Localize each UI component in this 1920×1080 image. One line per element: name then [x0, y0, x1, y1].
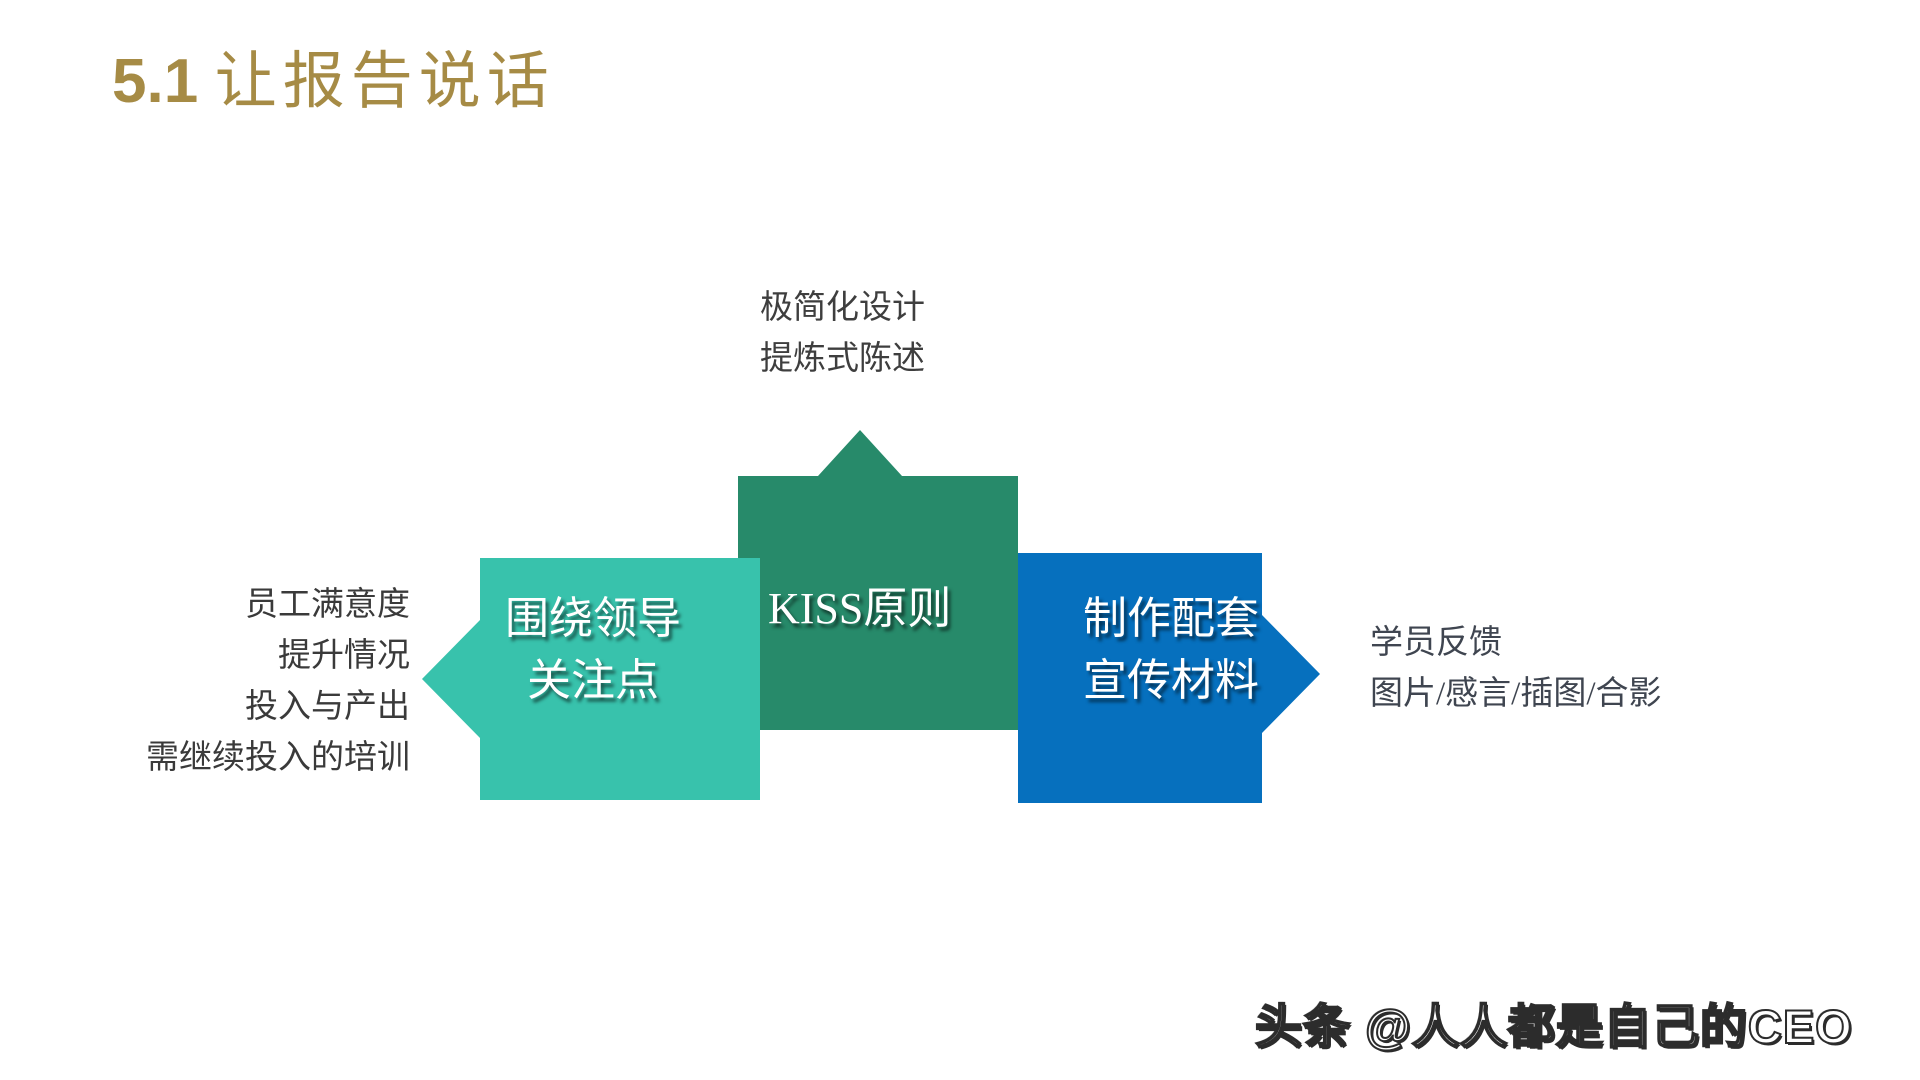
- blue-label-line-2: 宣传材料: [1083, 656, 1259, 706]
- blue-label-line-1: 制作配套: [1083, 594, 1259, 643]
- annotation-left-line-1: 员工满意度: [245, 587, 410, 623]
- teal-label-line-2: 关注点: [527, 656, 659, 706]
- annotation-left: 员工满意度 提升情况 投入与产出 需继续投入的培训: [146, 580, 410, 785]
- annotation-top-line-2: 提炼式陈述: [760, 341, 925, 378]
- annotation-left-line-4: 需继续投入的培训: [146, 740, 410, 777]
- process-step-blue[interactable]: [1010, 545, 1330, 815]
- annotation-right: 学员反馈 图片/感言/插图/合影: [1370, 618, 1662, 720]
- teal-label-line-1: 围绕领导: [505, 594, 681, 643]
- title-number: 5.1: [112, 47, 199, 116]
- teal-chevron-shape: [422, 558, 760, 800]
- annotation-top: 极简化设计 提炼式陈述: [760, 283, 925, 385]
- green-up-arrow-shape: [738, 430, 1018, 730]
- process-step-green-label: KISS原则: [768, 584, 952, 633]
- blue-right-arrow-shape: [1018, 553, 1320, 803]
- annotation-left-line-2: 提升情况: [278, 638, 410, 675]
- annotation-left-line-3: 投入与产出: [245, 689, 410, 726]
- title-text: 让报告说话: [214, 48, 555, 116]
- page-title: 5.1 让报告说话: [112, 46, 555, 118]
- watermark-text: 头条 @人人都是自己的CEO: [1254, 999, 1853, 1054]
- process-step-green[interactable]: [730, 424, 1030, 744]
- process-step-teal[interactable]: [416, 548, 776, 810]
- process-step-blue-label: 制作配套 宣传材料: [1056, 588, 1286, 713]
- annotation-right-line-2: 图片/感言/插图/合影: [1370, 676, 1662, 713]
- process-step-teal-label: 围绕领导 关注点: [478, 588, 708, 713]
- annotation-top-line-1: 极简化设计: [760, 290, 925, 326]
- annotation-right-line-1: 学员反馈: [1370, 625, 1502, 661]
